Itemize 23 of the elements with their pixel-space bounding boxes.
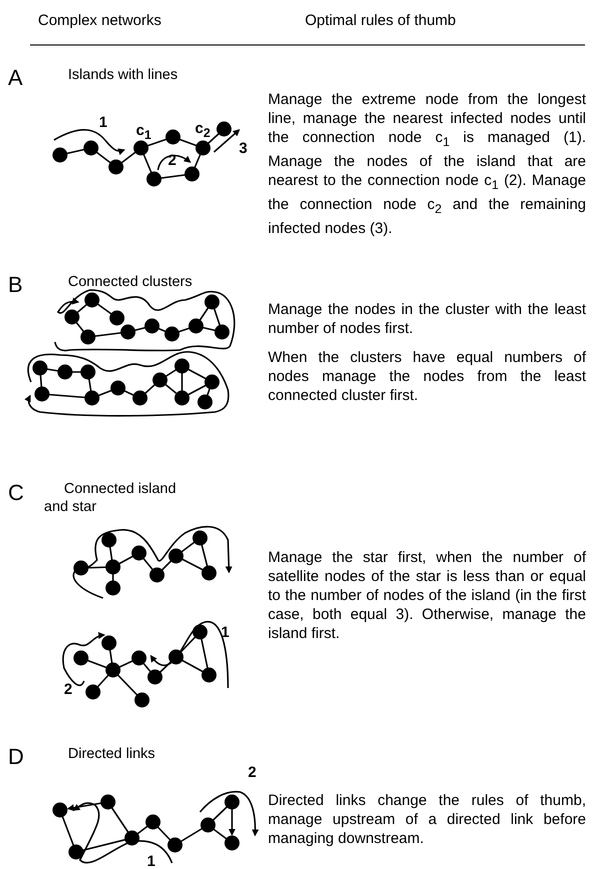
step-number: 2 xyxy=(64,681,72,699)
step-number: 3 xyxy=(239,140,248,158)
panel-title: Connected island and star xyxy=(44,480,178,516)
rule-text: Manage the star first, when the number of satellite nodes of the star is less than or equal to the number of nodes of the island (in the first case, both equal 3). Otherwise, manage the island first. xyxy=(268,548,586,643)
step-number: 1 xyxy=(147,853,156,869)
step-number: 2 xyxy=(248,764,256,782)
panel-title: Connected clusters xyxy=(68,273,192,291)
panel-letter: A xyxy=(8,66,23,90)
node-label: c$_{2}$ xyxy=(195,120,210,142)
rule-text: Directed links change the rules of thumb, manage upstream of a directed link before managing downstream. xyxy=(268,791,586,848)
rule-text: Manage the nodes in the cluster with the least number of nodes first. xyxy=(268,300,586,338)
panel-letter: C xyxy=(8,481,24,505)
panel-title: Islands with lines xyxy=(68,66,178,84)
column-header: Optimal rules of thumb xyxy=(305,12,456,30)
panel-letter: B xyxy=(8,273,23,297)
rule-text: Manage the extreme node from the longest line, manage the nearest infected nodes until the connection node c$_{1}$ is managed (1). Manage the nodes of the island that are nearest to the connection node c$_{1}$ (2). Manage the connection node c$_{2}$ and the remaining infected nodes (3). xyxy=(268,90,586,238)
column-header: Complex networks xyxy=(38,12,162,30)
step-number: 1 xyxy=(99,114,108,132)
panel-title: Directed links xyxy=(68,745,156,763)
step-number: 1 xyxy=(221,624,230,642)
panel-letter: D xyxy=(8,745,24,769)
node-label: c$_{1}$ xyxy=(136,122,152,144)
rule-text: When the clusters have equal numbers of nodes manage the nodes from the least connected cluster first. xyxy=(268,348,586,405)
